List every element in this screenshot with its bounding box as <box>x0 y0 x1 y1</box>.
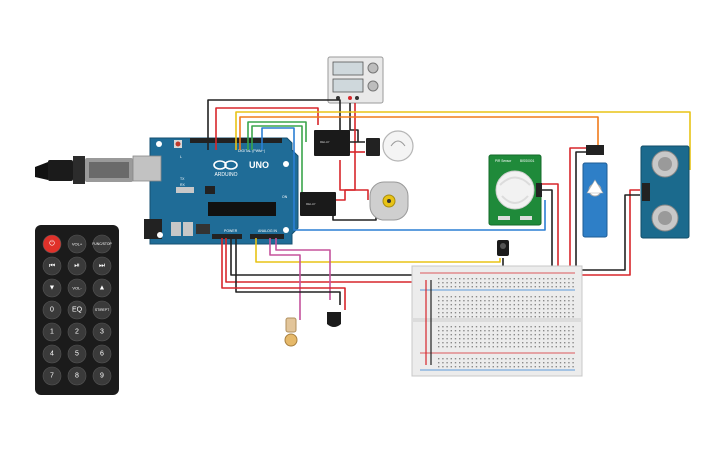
remote-button-play-pause[interactable]: ⏯ <box>67 256 87 276</box>
ultrasonic-sensor[interactable] <box>640 145 690 239</box>
remote-button-label: ▲ <box>99 285 106 292</box>
arduino-analog-label: ANALOG IN <box>258 229 278 233</box>
arduino-uno-board[interactable]: ARDUINO UNO DIGITAL (PWM~) POWER ANALOG … <box>132 137 299 245</box>
light-bulb[interactable] <box>366 130 414 162</box>
remote-button-5[interactable]: 5 <box>67 344 87 364</box>
remote-button-3[interactable]: 3 <box>92 322 112 342</box>
remote-button-eq[interactable]: EQ <box>67 300 87 320</box>
svg-text:RELAY: RELAY <box>320 140 330 144</box>
remote-button-label: 5 <box>75 351 79 358</box>
remote-button-label: 1 <box>50 329 54 336</box>
remote-button-label: ⏭ <box>99 263 106 270</box>
remote-button-label: 3 <box>100 329 104 336</box>
remote-button-vol-[interactable]: VOL- <box>67 278 87 298</box>
remote-button-power[interactable]: ⏻ <box>42 234 62 254</box>
remote-button-6[interactable]: 6 <box>92 344 112 364</box>
pir-chip-label: BISS0001 <box>520 159 535 163</box>
remote-button-label: ⏯ <box>74 263 80 270</box>
resistor[interactable] <box>285 317 297 333</box>
remote-button-label: 0 <box>50 307 54 314</box>
remote-button-label: 8 <box>75 373 79 380</box>
arduino-digital-label: DIGITAL (PWM~) <box>238 149 265 153</box>
dc-motor[interactable] <box>369 181 409 221</box>
remote-button-label: 7 <box>50 373 54 380</box>
wires <box>207 99 691 320</box>
remote-button-label: 2 <box>75 329 79 336</box>
arduino-brand-label: ARDUINO <box>214 172 237 178</box>
remote-button-2[interactable]: 2 <box>67 322 87 342</box>
remote-button-1[interactable]: 1 <box>42 322 62 342</box>
arduino-rx-label: RX <box>180 183 186 187</box>
usb-cable <box>35 156 133 184</box>
remote-button-label: 6 <box>100 351 104 358</box>
relay-top[interactable]: RELAY <box>314 130 350 156</box>
remote-button-label: EQ <box>72 307 83 314</box>
remote-button-label: 9 <box>100 373 104 380</box>
servo-motor[interactable] <box>582 145 608 238</box>
remote-button-label: FUNC/STOP <box>92 242 112 246</box>
svg-text:RELAY: RELAY <box>306 202 316 206</box>
breadboard[interactable] <box>411 265 583 377</box>
remote-button-vol-[interactable]: VOL+ <box>67 234 87 254</box>
remote-button-label: VOL- <box>72 286 82 291</box>
arduino-l-label: L <box>180 155 182 159</box>
arduino-model-label: UNO <box>249 160 269 170</box>
remote-button-label: 4 <box>50 351 54 358</box>
remote-button-8[interactable]: 8 <box>67 366 87 386</box>
remote-button-0[interactable]: 0 <box>42 300 62 320</box>
remote-button-9[interactable]: 9 <box>92 366 112 386</box>
remote-button-func-stop[interactable]: FUNC/STOP <box>92 234 113 254</box>
remote-button-down[interactable]: ▼ <box>42 278 62 298</box>
arduino-power-label: POWER <box>224 229 238 233</box>
photoresistor[interactable] <box>284 333 298 347</box>
arduino-on-label: ON <box>282 195 288 199</box>
remote-button-next[interactable]: ⏭ <box>92 256 112 276</box>
remote-button-prev[interactable]: ⏮ <box>42 256 62 276</box>
arduino-tx-label: TX <box>180 177 185 181</box>
remote-button-label: ST/REPT <box>95 308 109 312</box>
remote-button-7[interactable]: 7 <box>42 366 62 386</box>
remote-button-label: VOL+ <box>72 242 83 247</box>
arduino-logo <box>213 160 238 170</box>
remote-button-label: ⏻ <box>49 240 55 248</box>
pir-sensor[interactable]: PIR Sensor BISS0001 <box>488 154 542 226</box>
remote-button-label: ⏮ <box>49 263 55 270</box>
remote-button-label: ▼ <box>49 285 56 292</box>
pir-model-label: PIR Sensor <box>495 159 512 163</box>
temperature-sensor[interactable] <box>327 312 341 327</box>
ir-receiver[interactable] <box>497 240 509 256</box>
relay-bottom[interactable]: RELAY <box>300 192 336 216</box>
remote-button-up[interactable]: ▲ <box>92 278 112 298</box>
power-supply[interactable] <box>327 56 384 104</box>
ir-remote[interactable]: ⏻ VOL+ FUNC/STOP ⏮ ⏯ ⏭ ▼ VOL- ▲ 0 EQ ST/REPT 1 2 3 4 5 6 7… <box>35 225 119 395</box>
remote-button-4[interactable]: 4 <box>42 344 62 364</box>
remote-button-st-rept[interactable]: ST/REPT <box>92 300 112 320</box>
